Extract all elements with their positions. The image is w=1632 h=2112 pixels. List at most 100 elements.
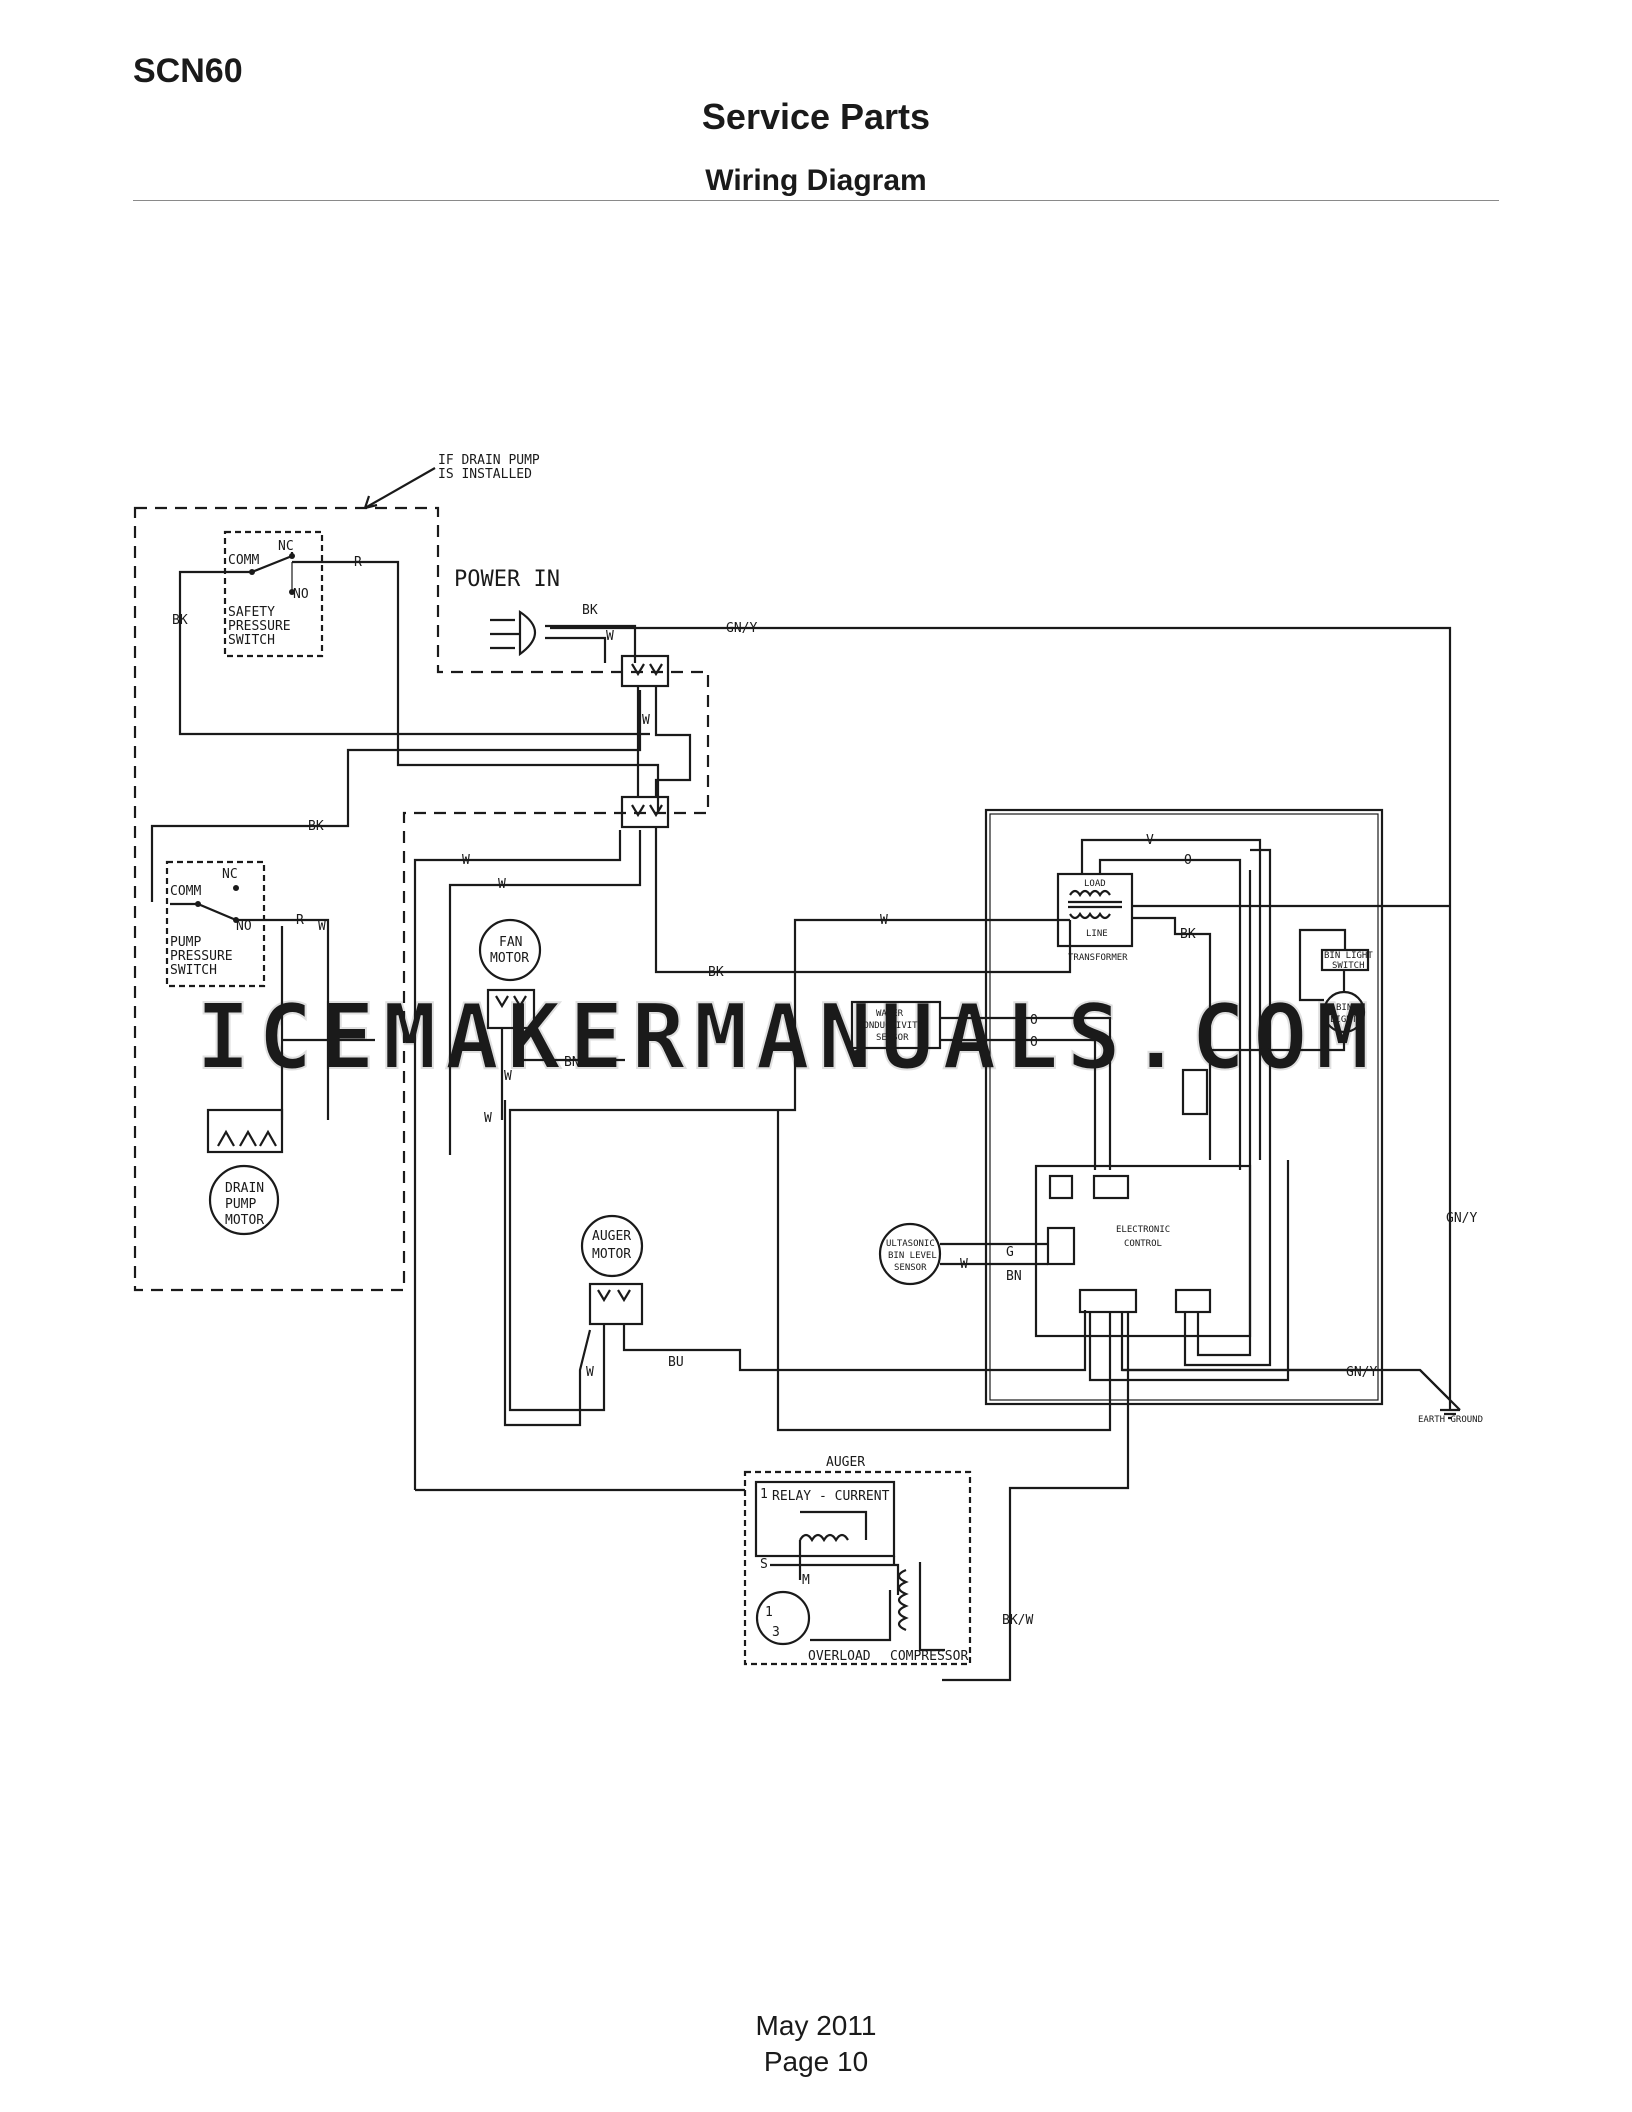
wire-label-bk-3: BK (308, 819, 324, 834)
pump-line1: PUMP (170, 935, 201, 950)
transformer (1056, 872, 1134, 948)
wire-w-pump (280, 926, 375, 1120)
wire-label-o-2: O (1030, 1013, 1038, 1028)
safety-line2: PRESSURE (228, 619, 291, 634)
drain-pump-motor-connector (206, 1108, 284, 1154)
control-connector-b (1092, 1174, 1130, 1200)
wire-label-bk-4: BK (708, 965, 724, 980)
bin-light-line2: LIGHT (1330, 1015, 1358, 1025)
wire-label-bn-2: BN (1006, 1269, 1022, 1284)
overload (755, 1590, 811, 1646)
pump-nc-label: NC (222, 867, 238, 882)
auger-motor-line2: MOTOR (592, 1247, 631, 1262)
pump-pressure-switch (165, 860, 266, 988)
relay-current-label: RELAY - CURRENT (772, 1489, 890, 1504)
wire-label-gny-1: GN/Y (726, 621, 757, 636)
safety-nc-label: NC (278, 539, 294, 554)
footer-page-number: Page 10 (763, 2046, 869, 2077)
safety-pressure-switch (223, 530, 324, 658)
wire-label-w-10: W (960, 1257, 968, 1272)
ultrasonic-line2: BIN LEVEL (888, 1251, 937, 1261)
wire-label-gny-3: GN/Y (1346, 1365, 1377, 1380)
compressor-label: COMPRESSOR (890, 1649, 968, 1664)
page-title: Service Parts (701, 96, 931, 137)
bin-light-switch-line2: SWITCH (1332, 961, 1365, 971)
wire-bk-safety (178, 570, 650, 736)
drain-pump-motor-line2: PUMP (225, 1197, 256, 1212)
wire-label-w-4: W (462, 853, 470, 868)
electronic-control-board (1034, 1164, 1252, 1338)
transformer-load-label: LOAD (1084, 879, 1106, 889)
watermark: ICEMAKERMANUALS.COM (196, 985, 1378, 1090)
wire-label-w-1: W (606, 629, 614, 644)
wire-label-bkw: BK/W (1002, 1613, 1033, 1628)
pump-line2: PRESSURE (170, 949, 233, 964)
control-connector-main (1078, 1288, 1138, 1314)
auger-block-title: AUGER (826, 1455, 865, 1470)
wire-label-o-1: O (1184, 853, 1192, 868)
wire-label-bk-5: BK (1180, 927, 1196, 942)
relay-current (754, 1480, 896, 1558)
fan-motor-line1: FAN (499, 935, 522, 950)
water-sensor-line3: SENSOR (876, 1033, 909, 1043)
water-conductivity-sensor (850, 1000, 942, 1050)
wire-label-w-7: W (504, 1069, 512, 1084)
wire-gny-power (550, 626, 1452, 1400)
water-sensor-line1: WATER (876, 1009, 904, 1019)
wire-bk-pump (150, 690, 642, 902)
wire-w-power (545, 636, 607, 663)
wire-label-gny-2: GN/Y (1446, 1211, 1477, 1226)
wire-r-pump (236, 918, 330, 1120)
wire-label-w-6: W (880, 913, 888, 928)
fan-motor-line2: MOTOR (490, 951, 529, 966)
drain-pump-motor-line3: MOTOR (225, 1213, 264, 1228)
wire-w-fan (448, 830, 642, 1155)
drain-pump-motor-line1: DRAIN (225, 1181, 264, 1196)
terminal-block-2 (620, 795, 670, 829)
auger-relay-compressor-block (743, 1470, 972, 1666)
wire-label-w-2: W (642, 713, 650, 728)
wire-label-g: G (1006, 1245, 1014, 1260)
power-in-label: POWER IN (454, 567, 560, 592)
earth-ground-symbol (1440, 1400, 1460, 1420)
pump-no-label: NO (236, 919, 252, 934)
wire-label-r-1: R (354, 555, 362, 570)
wire-label-v: V (1146, 833, 1154, 848)
drain-pump-motor (208, 1164, 280, 1236)
earth-ground-label: EARTH GROUND (1418, 1415, 1483, 1425)
bin-light-switch-line1: BIN LIGHT (1324, 951, 1373, 961)
safety-line1: SAFETY (228, 605, 275, 620)
transformer-line-label: LINE (1086, 929, 1108, 939)
wire-label-bu: BU (668, 1355, 684, 1370)
transformer-name: TRANSFORMER (1068, 953, 1128, 963)
overload-label: OVERLOAD (808, 1649, 871, 1664)
pump-switch-contact (170, 902, 237, 922)
wire-label-w-5: W (498, 877, 506, 892)
note-arrowhead (363, 495, 378, 510)
electronic-control-line2: CONTROL (1124, 1239, 1162, 1249)
water-sensor-line2: CONDUCTIVITY (858, 1021, 924, 1031)
drain-pump-note-line2: IS INSTALLED (438, 467, 532, 482)
safety-no-label: NO (293, 587, 309, 602)
control-connector-ultrasonic (1046, 1226, 1076, 1266)
wire-label-w-9: W (586, 1365, 594, 1380)
wire-label-o-3: O (1030, 1035, 1038, 1050)
auger-motor-connector (588, 1282, 644, 1326)
auger-motor (580, 1214, 644, 1278)
relay-terminal-m: M (802, 1573, 810, 1588)
fan-motor (478, 918, 542, 982)
footer-date: May 2011 (755, 2010, 877, 2041)
wire-w-main (413, 830, 622, 1490)
wire-bk-power (545, 624, 637, 663)
pump-comm-label: COMM (170, 884, 201, 899)
wire-label-w-3: W (318, 919, 326, 934)
wire-label-r-2: R (296, 913, 304, 928)
wire-label-bk-2: BK (582, 603, 598, 618)
relay-terminal-s: S (760, 1557, 768, 1572)
wire-label-w-8: W (484, 1111, 492, 1126)
pump-line3: SWITCH (170, 963, 217, 978)
overload-terminal-1: 1 (765, 1605, 773, 1620)
overload-terminal-3: 3 (772, 1625, 780, 1640)
bin-light-line1: BIN (1336, 1003, 1352, 1013)
